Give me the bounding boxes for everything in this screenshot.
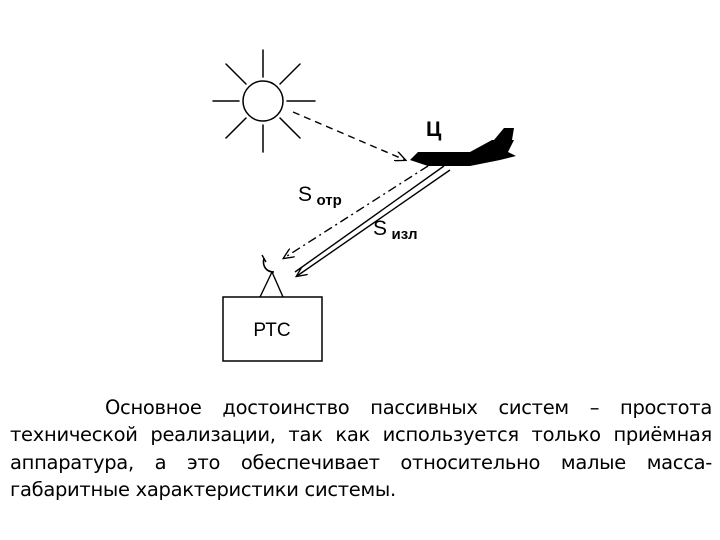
station-label: РТС xyxy=(253,320,290,341)
caption-paragraph: Основное достоинство пассивных систем – … xyxy=(10,396,712,501)
antenna-icon xyxy=(259,254,284,298)
aircraft-icon xyxy=(410,128,516,166)
sun-icon xyxy=(212,49,316,153)
target-label: Ц xyxy=(426,118,442,141)
passive-radar-diagram: Ц S отр S изл РТС xyxy=(212,49,516,362)
station-box: РТС xyxy=(222,296,323,362)
svg-text:S отр: S отр xyxy=(298,183,342,209)
emitted-signal-ray xyxy=(294,165,451,276)
illumination-ray xyxy=(292,111,405,160)
emitted-signal-label: S изл xyxy=(373,217,417,243)
reflected-signal-label: S отр xyxy=(298,183,342,209)
reflected-signal-ray xyxy=(284,165,429,258)
svg-text:S изл: S изл xyxy=(373,217,417,243)
